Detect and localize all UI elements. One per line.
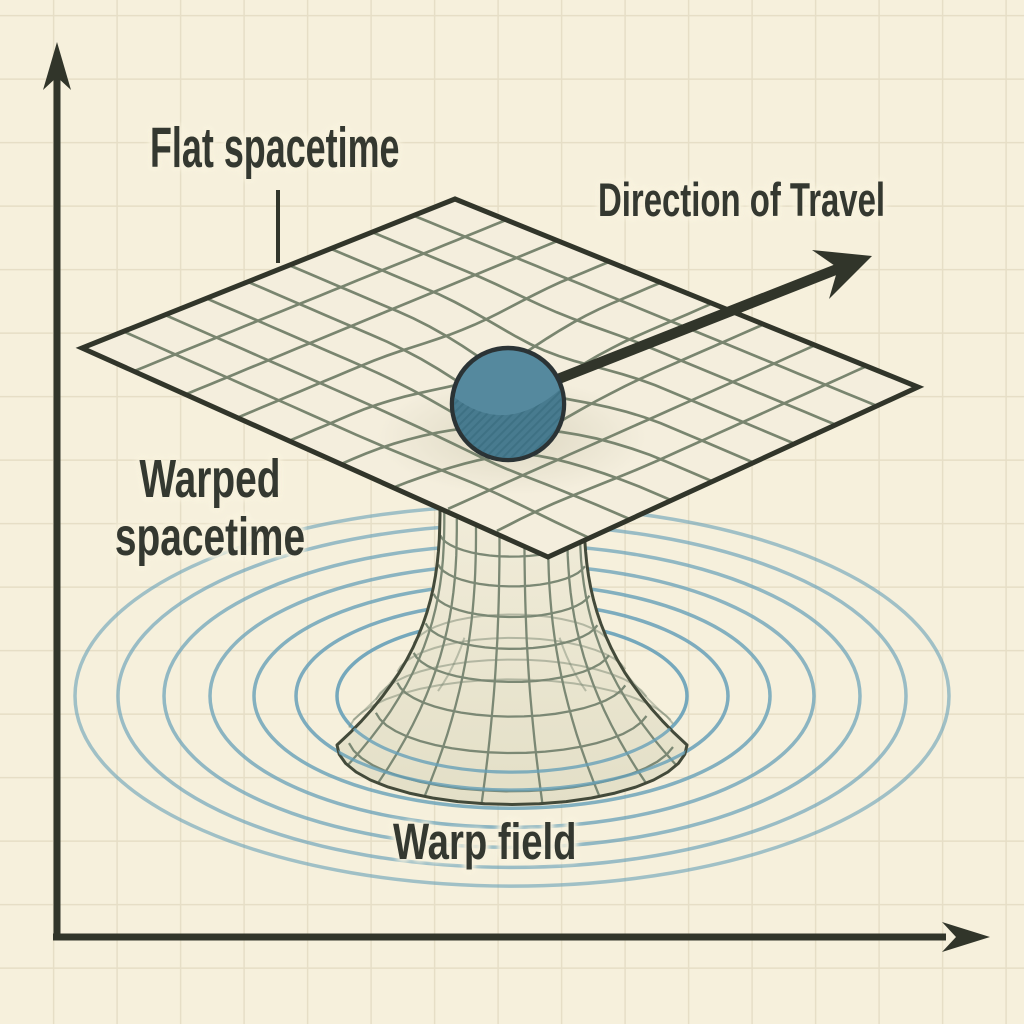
warp-field-label: Warp field: [393, 813, 577, 870]
direction-of-travel-arrow: [546, 250, 872, 388]
warped-funnel: [335, 503, 689, 806]
flat-spacetime-label: Flat spacetime: [150, 116, 400, 180]
axes: [43, 42, 990, 952]
direction-of-travel-label: Direction of Travel: [598, 173, 886, 226]
warped-spacetime-label: Warped spacetime: [102, 450, 318, 567]
x-axis-arrowhead-icon: [942, 922, 990, 952]
warp-field-rings-over-bell: [337, 648, 687, 805]
warped-spacetime-line2: spacetime: [114, 507, 306, 568]
arrowhead-icon: [812, 250, 872, 299]
y-axis-arrowhead-icon: [43, 42, 71, 90]
warped-spacetime-line1: Warped: [139, 449, 281, 509]
